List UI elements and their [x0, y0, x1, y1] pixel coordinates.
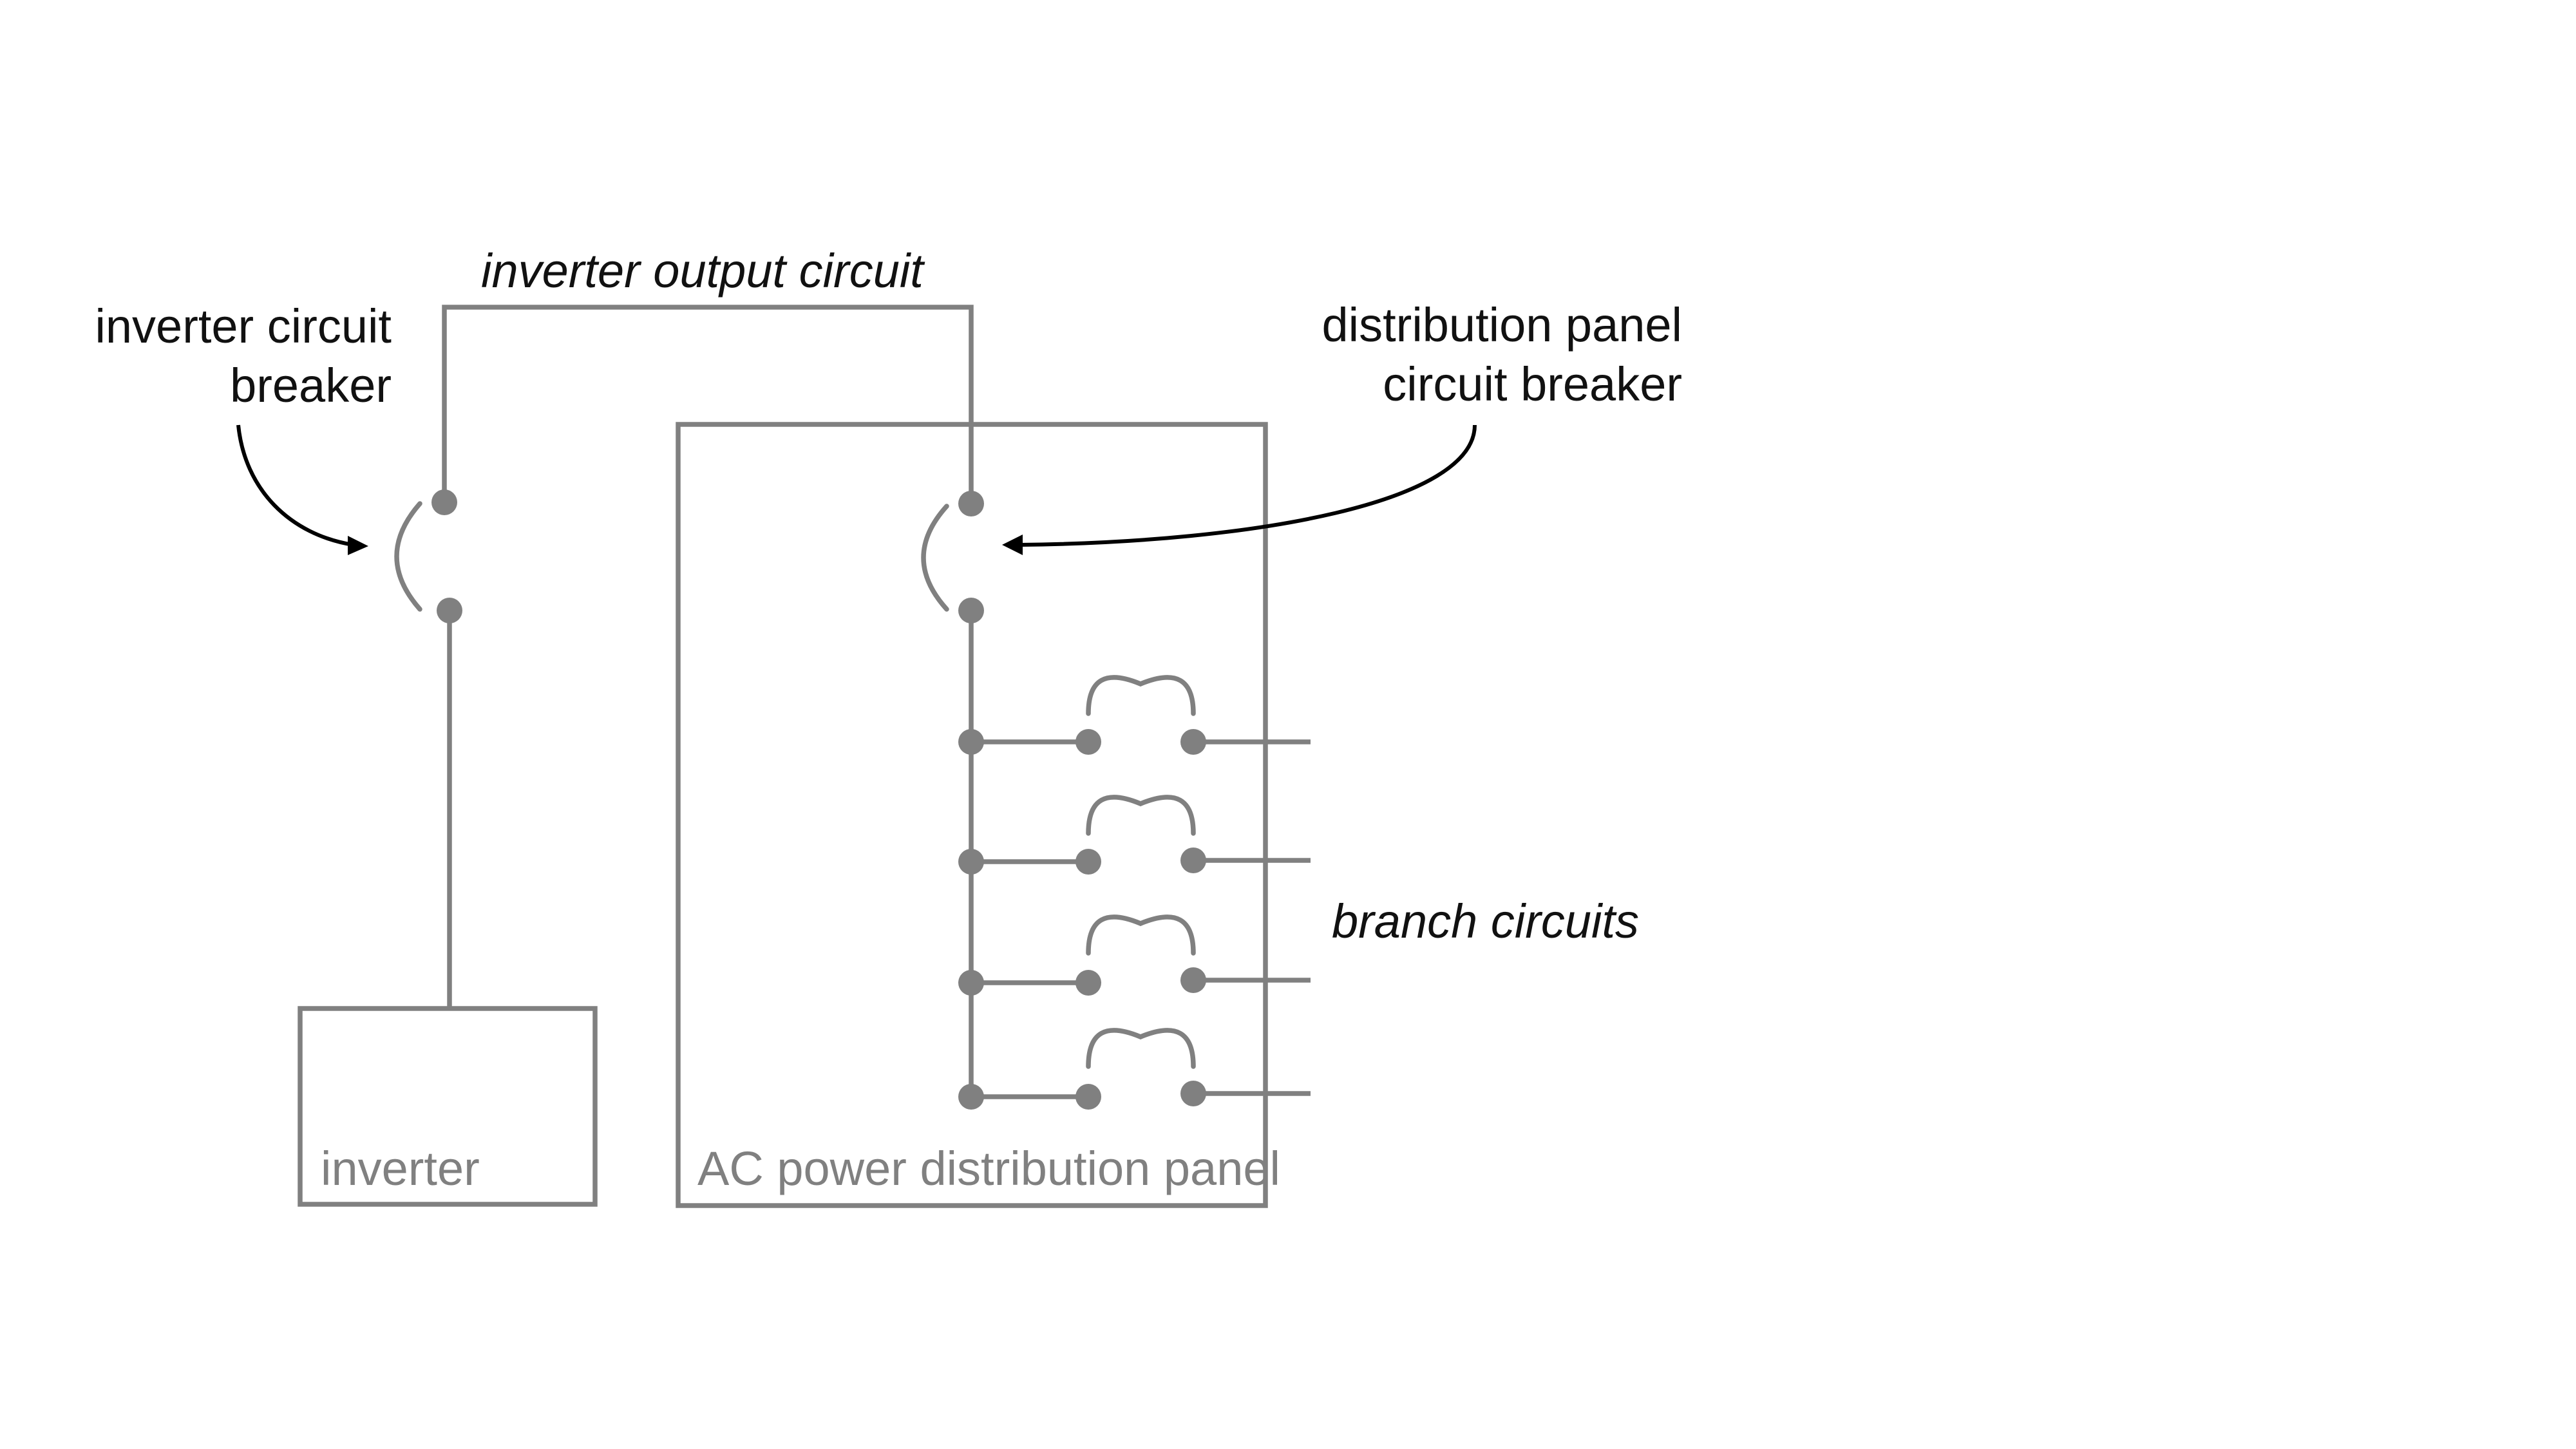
branch-breaker-1 [958, 675, 1311, 755]
branch-1-arc [1086, 675, 1196, 716]
panel-breaker-label-line2: circuit breaker [1383, 357, 1682, 411]
branch-2-left-terminal [1075, 849, 1101, 875]
panel-breaker-label-line1: distribution panel [1322, 298, 1682, 352]
inverter-breaker-callout-arrow [236, 424, 354, 547]
branch-4-arc [1086, 1028, 1196, 1069]
branch-3-arc [1086, 914, 1196, 956]
inverter-breaker-arrowhead [348, 536, 368, 555]
inverter-output-wire [442, 305, 974, 502]
branch-breaker-2 [958, 795, 1311, 875]
panel-breaker-arrowhead [1002, 535, 1023, 555]
branch-breaker-3 [958, 914, 1311, 996]
branch-breaker-4 [958, 1028, 1311, 1110]
inverter-breaker-label-line1: inverter circuit [95, 299, 392, 353]
branch-4-bus-node [958, 1084, 984, 1110]
branch-3-left-terminal [1075, 970, 1101, 996]
inverter-breaker-label-line2: breaker [230, 359, 392, 412]
inverter-box-label: inverter [321, 1142, 480, 1195]
branch-2-bus-node [958, 849, 984, 875]
inverter-box [298, 1006, 598, 1207]
panel-breaker-top-terminal [958, 491, 984, 516]
panel-breaker-callout-arrow [1019, 424, 1477, 547]
branch-4-left-terminal [1075, 1084, 1101, 1110]
inverter-output-circuit-label: inverter output circuit [481, 244, 925, 298]
distribution-panel-circuit-breaker [921, 491, 984, 623]
branch-1-left-terminal [1075, 729, 1101, 755]
branch-2-arc [1086, 795, 1196, 836]
branch-circuits-label: branch circuits [1332, 895, 1639, 948]
inverter-breaker-top-terminal [431, 489, 457, 515]
panel-breaker-arc [921, 504, 949, 612]
inverter-breaker-arc [394, 501, 422, 612]
branch-1-bus-node [958, 729, 984, 755]
branch-3-bus-node [958, 970, 984, 996]
distribution-panel-label: AC power distribution panel [697, 1142, 1280, 1195]
inverter-circuit-breaker [394, 489, 462, 623]
distribution-panel-box [676, 422, 1268, 1208]
